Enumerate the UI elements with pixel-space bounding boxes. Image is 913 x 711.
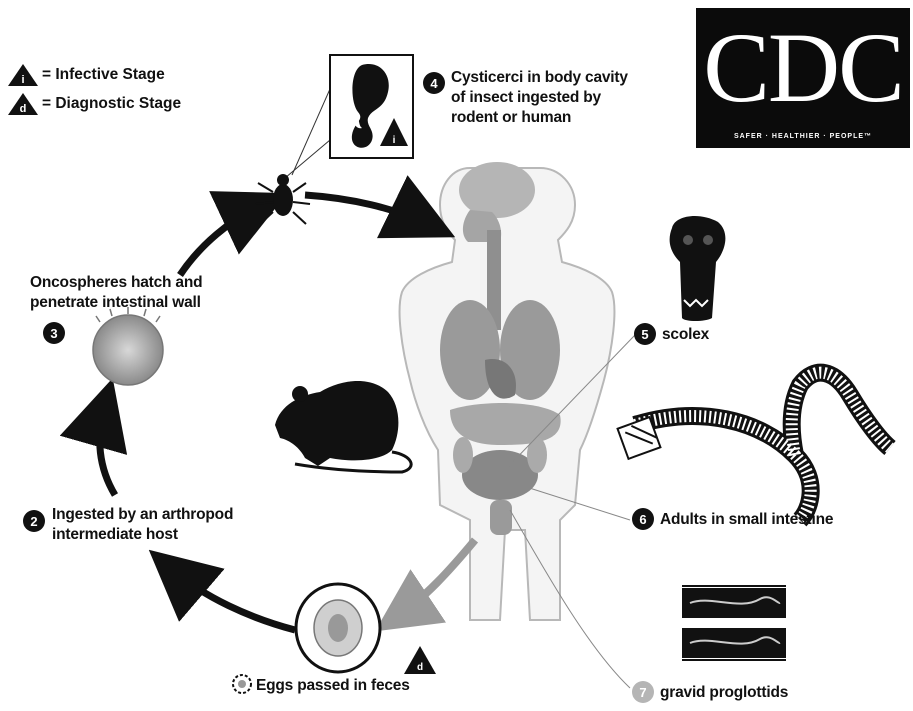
arrow-eggs-to-2 bbox=[170, 568, 295, 630]
stage-2-number: 2 bbox=[23, 510, 45, 532]
rat-icon bbox=[275, 381, 411, 472]
stage-6-text: Adults in small intestine bbox=[660, 510, 833, 530]
arrow-2-to-3 bbox=[100, 405, 115, 495]
stage-5-number: 5 bbox=[634, 323, 656, 345]
svg-text:d: d bbox=[417, 662, 423, 673]
stage-4-number: 4 bbox=[423, 72, 445, 94]
scolex-icon bbox=[670, 216, 726, 321]
insect-icon bbox=[256, 174, 310, 224]
stage-4-text: Cysticerci in body cavity of insect inge… bbox=[451, 68, 628, 128]
rectum bbox=[490, 500, 512, 535]
arrow-3-to-insect bbox=[180, 205, 262, 275]
stage-3-number: 3 bbox=[43, 322, 65, 344]
stage-1-text: Eggs passed in feces bbox=[256, 676, 410, 696]
human-body-figure bbox=[400, 162, 615, 620]
kidney-left bbox=[453, 437, 473, 473]
egg-cluster-icon bbox=[233, 675, 251, 693]
oncosphere-icon bbox=[93, 315, 163, 385]
arrow-human-to-eggs bbox=[395, 540, 475, 618]
stage-2-text: Ingested by an arthropod intermediate ho… bbox=[52, 505, 233, 545]
intestine bbox=[462, 450, 538, 500]
stage-3-text: Oncospheres hatch and penetrate intestin… bbox=[30, 273, 202, 313]
stage-5-text: scolex bbox=[662, 325, 709, 345]
svg-text:i: i bbox=[393, 135, 396, 146]
proglottids-icon bbox=[682, 586, 786, 660]
arrow-insect-to-human bbox=[305, 195, 430, 225]
pointer-insect-box-b bbox=[285, 140, 330, 178]
adult-worm-icon bbox=[618, 373, 890, 520]
stage-7-number: 7 bbox=[632, 681, 654, 703]
stage-7-text: gravid proglottids bbox=[660, 683, 788, 703]
brain bbox=[459, 162, 535, 218]
egg-icon bbox=[296, 584, 380, 672]
stage-6-number: 6 bbox=[632, 508, 654, 530]
kidney-right bbox=[527, 437, 547, 473]
